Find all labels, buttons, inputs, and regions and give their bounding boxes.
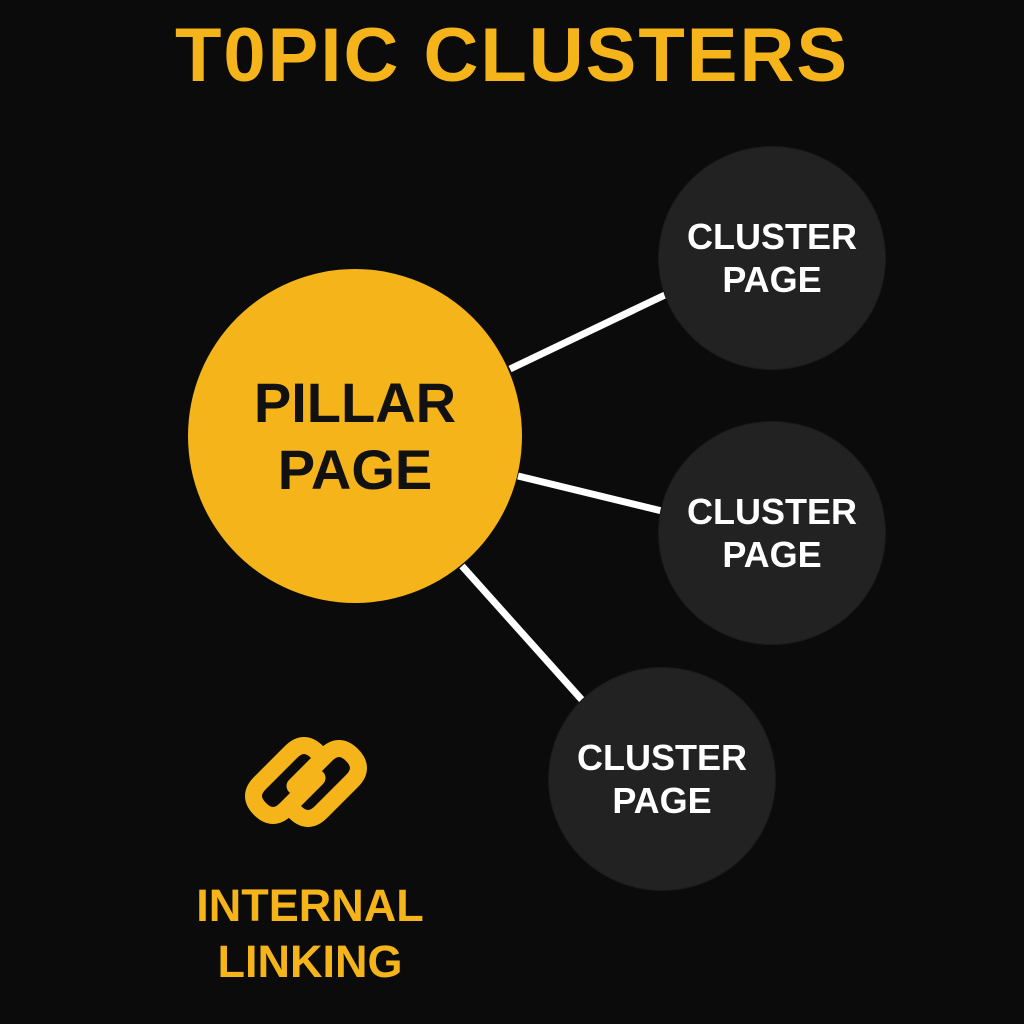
pillar-page-label-line2: PAGE (277, 438, 433, 501)
internal-linking-caption: INTERNAL LINKING (160, 878, 460, 991)
connector-pillar-cluster-2 (517, 472, 663, 515)
internal-linking-caption-line1: INTERNAL (196, 880, 424, 931)
diagram-title: T0PIC CLUSTERS (174, 13, 850, 98)
cluster-page-label-line2: PAGE (722, 534, 822, 575)
cluster-page-node-2: CLUSTER PAGE (659, 422, 885, 644)
connector-pillar-cluster-1 (508, 290, 669, 373)
cluster-page-node-3: CLUSTER PAGE (549, 668, 775, 890)
cluster-page-label-line2: PAGE (722, 259, 822, 300)
internal-linking-caption-line2: LINKING (217, 936, 403, 988)
pillar-page-node: PILLAR PAGE (188, 269, 522, 603)
pillar-page-label-line1: PILLAR (253, 370, 457, 434)
connector-pillar-cluster-3 (459, 563, 585, 703)
cluster-page-label-line1: CLUSTER (687, 490, 857, 532)
cluster-page-node-1: CLUSTER PAGE (659, 147, 885, 369)
cluster-page-label-line1: CLUSTER (687, 215, 857, 257)
link-chain-icon (245, 737, 367, 827)
cluster-page-label-line1: CLUSTER (577, 736, 747, 778)
cluster-page-label-line2: PAGE (612, 780, 712, 821)
